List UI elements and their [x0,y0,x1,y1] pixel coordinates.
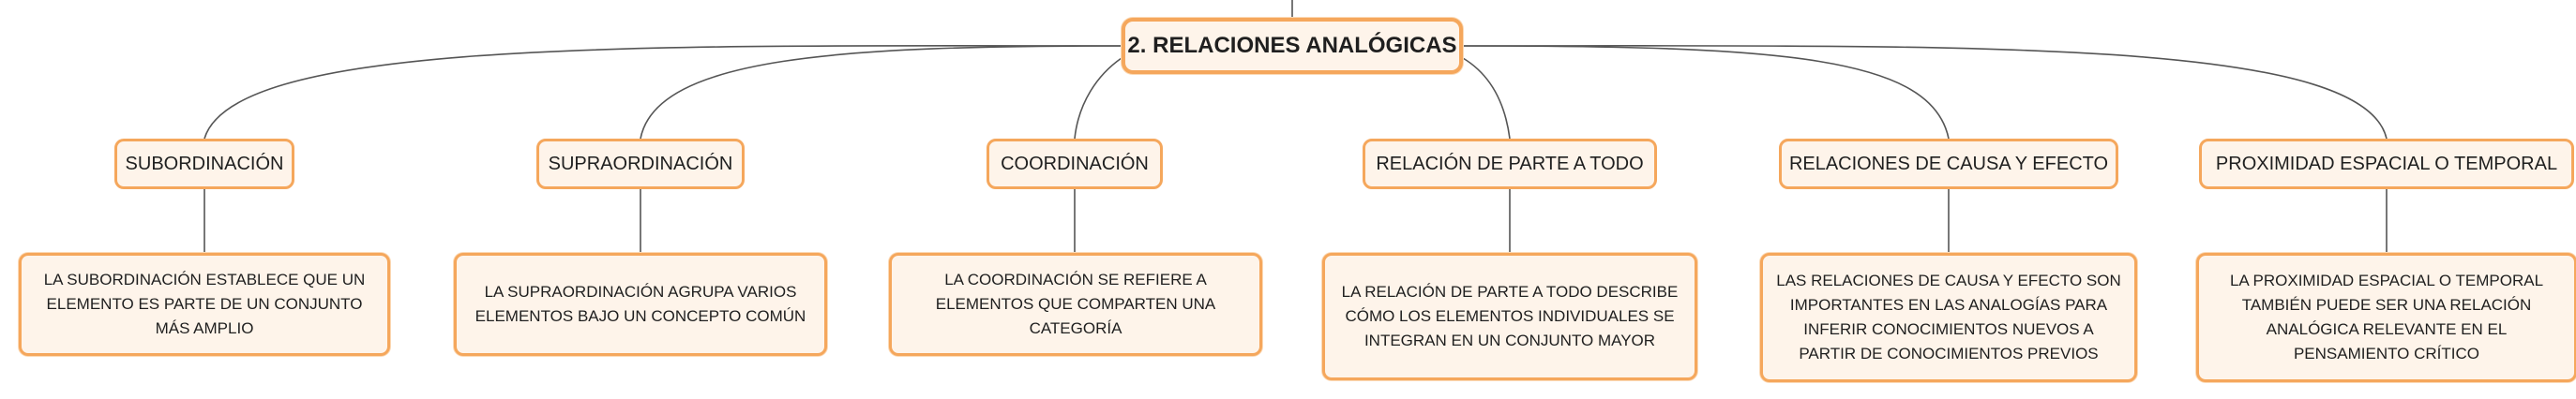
description-coordinacion[interactable]: LA COORDINACIÓN SE REFIERE A ELEMENTOS Q… [889,253,1262,356]
description-causa-efecto[interactable]: LAS RELACIONES DE CAUSA Y EFECTO SON IMP… [1760,253,2137,382]
topic-causa-efecto[interactable]: RELACIONES DE CAUSA Y EFECTO [1779,139,2118,189]
topic-subordinacion[interactable]: SUBORDINACIÓN [114,139,294,189]
topic-relacion-parte-todo[interactable]: RELACIÓN DE PARTE A TODO [1363,139,1657,189]
connector-1 [203,45,1122,140]
connector-4 [1462,57,1511,140]
topic-supraordinacion[interactable]: SUPRAORDINACIÓN [536,139,745,189]
connector-6 [1462,45,2388,140]
topic-coordinacion[interactable]: COORDINACIÓN [987,139,1163,189]
topic-proximidad[interactable]: PROXIMIDAD ESPACIAL O TEMPORAL [2199,139,2574,189]
description-supraordinacion[interactable]: LA SUPRAORDINACIÓN AGRUPA VARIOS ELEMENT… [454,253,827,356]
description-relacion-parte-todo[interactable]: LA RELACIÓN DE PARTE A TODO DESCRIBE CÓM… [1322,253,1697,380]
description-proximidad[interactable]: LA PROXIMIDAD ESPACIAL O TEMPORAL TAMBIÉ… [2196,253,2576,382]
connector-3 [1074,57,1122,140]
description-subordinacion[interactable]: LA SUBORDINACIÓN ESTABLECE QUE UN ELEMEN… [19,253,390,356]
root-topic[interactable]: 2. RELACIONES ANALÓGICAS [1122,18,1463,74]
connector-2 [640,45,1122,140]
connector-5 [1462,45,1950,140]
